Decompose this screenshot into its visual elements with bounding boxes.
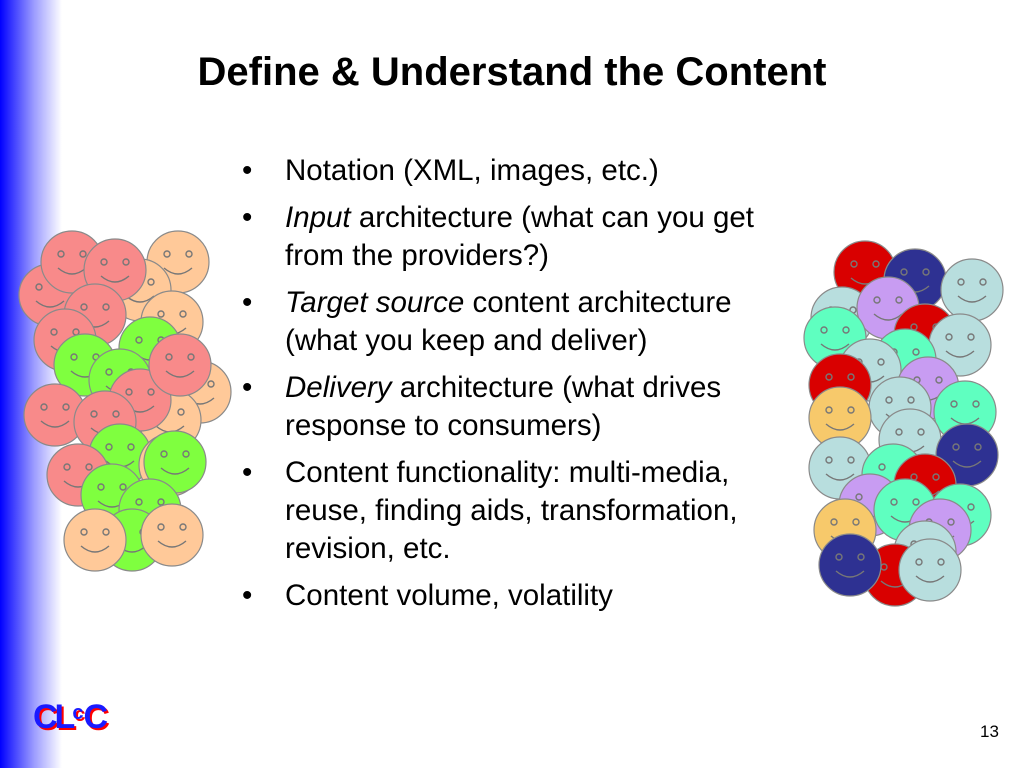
bullet-emphasis: Target source [285, 286, 465, 319]
bullet-dot: • [242, 456, 253, 489]
smiley-face-icon [868, 376, 932, 440]
smiley-face-icon [808, 353, 872, 417]
smiley-face-icon [818, 533, 882, 597]
smiley-face-icon [933, 380, 997, 444]
smiley-face-icon [813, 498, 877, 562]
smiley-face-icon [873, 478, 937, 542]
smiley-face-icon [838, 473, 902, 537]
smiley-face-icon [118, 316, 182, 380]
bullet-emphasis: Delivery [285, 371, 392, 404]
bullet-dot: • [242, 154, 253, 187]
bullet-item: • Delivery architecture (what drives resp… [240, 369, 800, 445]
smiley-face-icon [893, 453, 957, 517]
smiley-face-icon [833, 240, 897, 304]
bullet-list: • Notation (XML, images, etc.) • Input arc… [240, 152, 800, 624]
bullet-dot: • [242, 371, 253, 404]
bullet-item: • Content functionality: multi-media, reu… [240, 454, 800, 568]
smiley-face-icon [146, 230, 210, 294]
smiley-face-icon [73, 390, 137, 454]
smiley-face-icon [838, 338, 902, 402]
smiley-face-icon [893, 520, 957, 584]
smiley-face-icon [138, 388, 202, 452]
smiley-face-icon [808, 386, 872, 450]
smiley-face-icon [88, 348, 152, 412]
bullet-text: architecture (what can you get from the … [285, 201, 755, 272]
bullet-dot: • [242, 286, 253, 319]
smiley-face-icon [861, 443, 925, 507]
bullet-item: • Content volume, volatility [240, 577, 800, 615]
bullet-text: Content functionality: multi-media, reus… [285, 456, 738, 565]
side-gradient-bar [0, 0, 62, 768]
smiley-face-icon [863, 543, 927, 607]
bullet-item: • Notation (XML, images, etc.) [240, 152, 800, 190]
smiley-face-icon [908, 498, 972, 562]
bullet-dot: • [242, 201, 253, 234]
smiley-face-icon [143, 430, 207, 494]
smiley-face-icon [928, 313, 992, 377]
smiley-face-icon [883, 248, 947, 312]
smiley-face-icon [108, 258, 172, 322]
smiley-face-icon [63, 283, 127, 347]
smiley-face-icon [100, 508, 164, 572]
smiley-face-icon [88, 423, 152, 487]
bullet-emphasis: Input [285, 201, 351, 234]
smiley-face-icon [893, 303, 957, 367]
bullet-item: • Input architecture (what can you get fr… [240, 199, 800, 275]
smiley-face-icon [808, 436, 872, 500]
smiley-face-icon [83, 238, 147, 302]
page-number: 13 [980, 722, 999, 741]
bullet-text: Content volume, volatility [285, 579, 613, 612]
bullet-dot: • [242, 579, 253, 612]
bullet-item: • Target source content architecture (wha… [240, 284, 800, 360]
smiley-face-icon [856, 276, 920, 340]
bullet-text: Notation (XML, images, etc.) [285, 154, 659, 187]
logo-letters-1: CL [33, 698, 75, 736]
smiley-face-icon [940, 258, 1004, 322]
smiley-face-icon [140, 503, 204, 567]
smiley-face-icon [928, 483, 992, 547]
slide-title: Define & Understand the Content [197, 50, 827, 94]
smiley-face-icon [168, 360, 232, 424]
smiley-face-icon [896, 356, 960, 420]
smiley-face-icon [108, 368, 172, 432]
smiley-face-icon [80, 463, 144, 527]
smiley-face-icon [53, 333, 117, 397]
smiley-face-icon [810, 286, 874, 350]
bullet-text: content architecture (what you keep and … [285, 286, 732, 357]
smiley-face-icon [878, 408, 942, 472]
logo-letters-3: C [83, 698, 108, 736]
smiley-face-icon [873, 328, 937, 392]
smiley-face-icon [898, 538, 962, 602]
smiley-face-icon [148, 333, 212, 397]
bullet-text: architecture (what drives response to co… [285, 371, 722, 442]
smiley-face-icon [935, 423, 999, 487]
smiley-face-icon [118, 478, 182, 542]
clc-logo: CLcC [33, 698, 108, 737]
smiley-face-icon [138, 433, 202, 497]
smiley-face-icon [803, 306, 867, 370]
smiley-face-icon [63, 508, 127, 572]
logo-letters-2: c [72, 702, 84, 724]
smiley-face-icon [140, 290, 204, 354]
